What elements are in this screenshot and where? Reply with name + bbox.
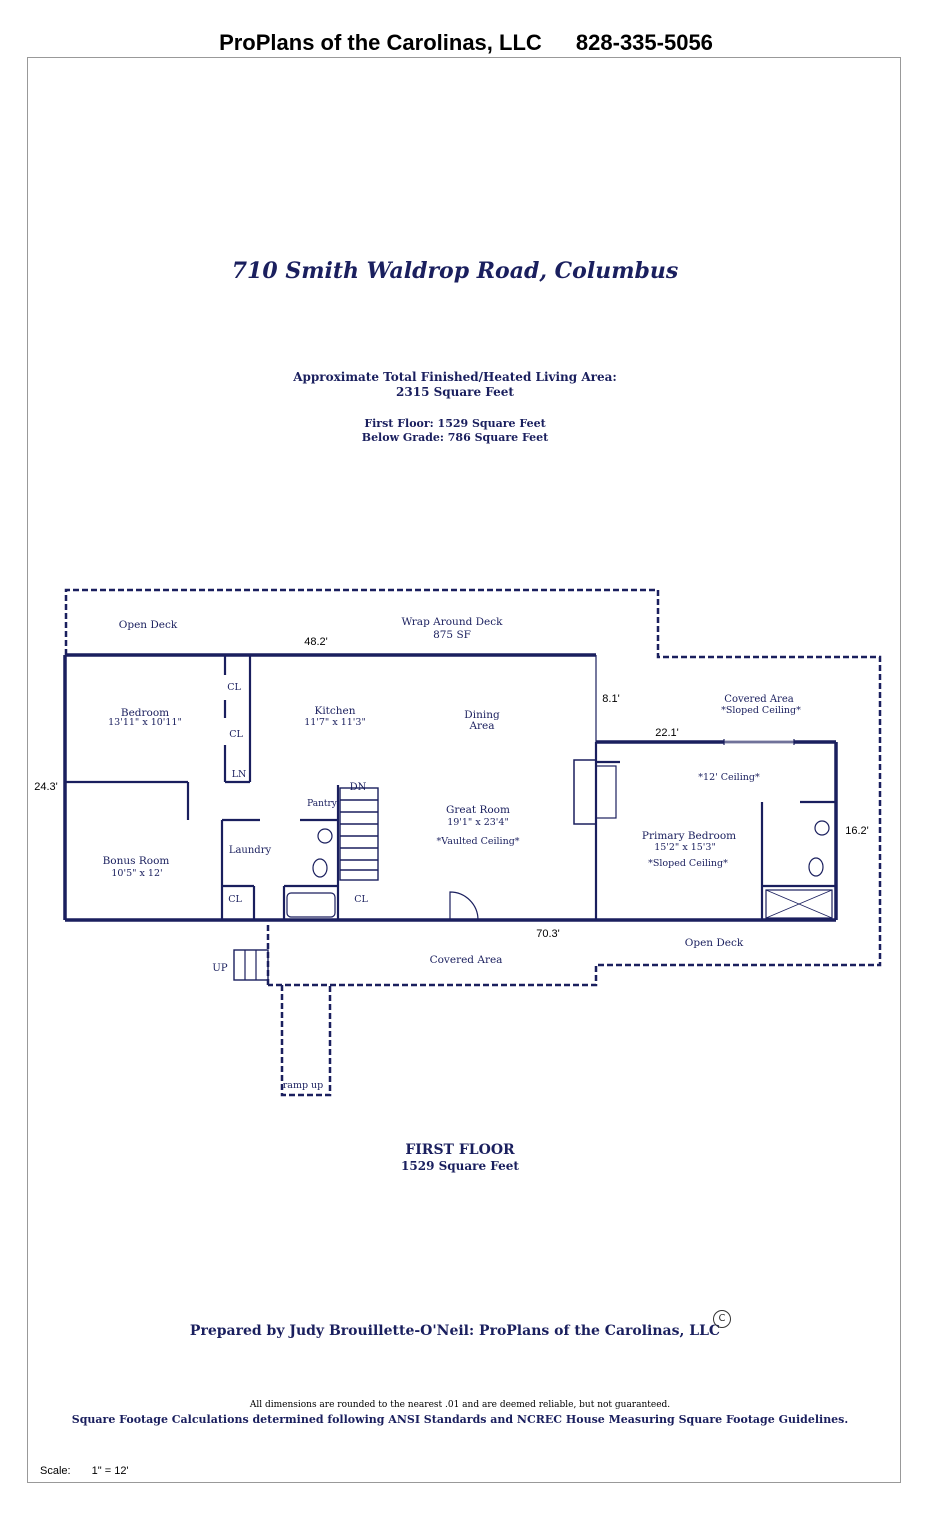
twelve-ceiling: *12' Ceiling* (698, 772, 760, 783)
first-floor-area: First Floor: 1529 Square Feet (364, 417, 546, 430)
exterior-walls (63, 653, 838, 922)
bedroom-label: Bedroom (121, 707, 169, 719)
wrap-deck-sf: 875 SF (433, 629, 471, 641)
floor-name: FIRST FLOOR (405, 1142, 515, 1158)
prepared-by: Prepared by Judy Brouillette-O'Neil: Pro… (189, 1323, 721, 1339)
ramp-label: ramp up (283, 1080, 324, 1091)
open-deck-bottom: Open Deck (685, 937, 744, 949)
floor-area-block: First Floor: 1529 Square Feet Below Grad… (362, 417, 548, 445)
primary-label: Primary Bedroom (642, 830, 736, 842)
exterior-steps (233, 949, 269, 981)
shower (765, 889, 833, 919)
dining-area-label: Area (468, 720, 494, 732)
property-title: 710 Smith Waldrop Road, Columbus (231, 258, 679, 284)
fireplace (573, 759, 597, 825)
dim-8: 8.1' (602, 693, 619, 705)
total-area-block: Approximate Total Finished/Heated Living… (293, 370, 617, 400)
wrap-deck-label: Wrap Around Deck (401, 616, 503, 628)
primary-sloped: *Sloped Ceiling* (648, 858, 728, 869)
company-name: ProPlans of the Carolinas, LLC (219, 30, 542, 55)
covered-area-bottom: Covered Area (430, 954, 503, 966)
dim-22: 22.1' (655, 727, 679, 739)
kitchen-size: 11'7" x 11'3" (304, 717, 366, 728)
copyright-icon: C (713, 1310, 731, 1328)
closet-label-3: CL (228, 894, 242, 905)
closet-label-4: CL (354, 894, 368, 905)
disclaimer-2: Square Footage Calculations determined f… (71, 1413, 849, 1426)
deck-outline-top (64, 588, 882, 987)
bonus-size: 10'5" x 12' (111, 868, 162, 879)
floor-caption: FIRST FLOOR 1529 Square Feet (401, 1142, 519, 1174)
below-grade-area: Below Grade: 786 Square Feet (361, 431, 549, 444)
primary-sink (814, 820, 830, 836)
stairs-down: DN (350, 782, 367, 793)
dim-24: 24.3' (34, 781, 58, 793)
kitchen-label: Kitchen (314, 705, 355, 717)
scale-value: 1" = 12' (91, 1465, 129, 1477)
scale: Scale: 1" = 12' (40, 1465, 129, 1477)
floor-area: 1529 Square Feet (401, 1159, 519, 1173)
great-room-size: 19'1" x 23'4" (447, 817, 509, 828)
pantry-label: Pantry (307, 799, 338, 809)
vaulted-label: *Vaulted Ceiling* (436, 836, 519, 847)
covered-sloped: *Sloped Ceiling* (721, 705, 801, 716)
bonus-label: Bonus Room (103, 855, 170, 867)
header: ProPlans of the Carolinas, LLC 828-335-5… (0, 30, 932, 56)
stairs (339, 787, 379, 881)
page-frame (27, 57, 901, 1483)
covered-area-right: Covered Area (724, 694, 793, 705)
toilet (312, 858, 328, 878)
up-label: UP (212, 963, 227, 974)
total-area-label: Approximate Total Finished/Heated Living… (293, 370, 617, 384)
interior-walls (65, 655, 836, 920)
primary-size: 15'2" x 15'3" (654, 842, 716, 853)
open-deck-top-label: Open Deck (119, 619, 178, 631)
scale-label: Scale: (40, 1465, 71, 1477)
dim-70: 70.3' (536, 928, 560, 940)
dining-label: Dining (464, 709, 500, 721)
bedroom-size: 13'11" x 10'11" (108, 717, 182, 728)
great-room-label: Great Room (446, 804, 510, 816)
closet-label-2: CL (229, 729, 243, 740)
linen-label: LN (232, 769, 247, 780)
primary-toilet (808, 857, 824, 877)
dim-16: 16.2' (845, 825, 869, 837)
sink (317, 828, 333, 844)
closet-label-1: CL (227, 682, 241, 693)
disclaimer-1: All dimensions are rounded to the neares… (249, 1400, 671, 1410)
dim-48: 48.2' (304, 636, 328, 648)
bathtub (286, 892, 336, 918)
ramp-outline (280, 985, 332, 1097)
company-phone: 828-335-5056 (575, 30, 713, 55)
entry-door (449, 891, 479, 921)
laundry-label: Laundry (229, 845, 272, 856)
total-area-value: 2315 Square Feet (396, 385, 514, 399)
